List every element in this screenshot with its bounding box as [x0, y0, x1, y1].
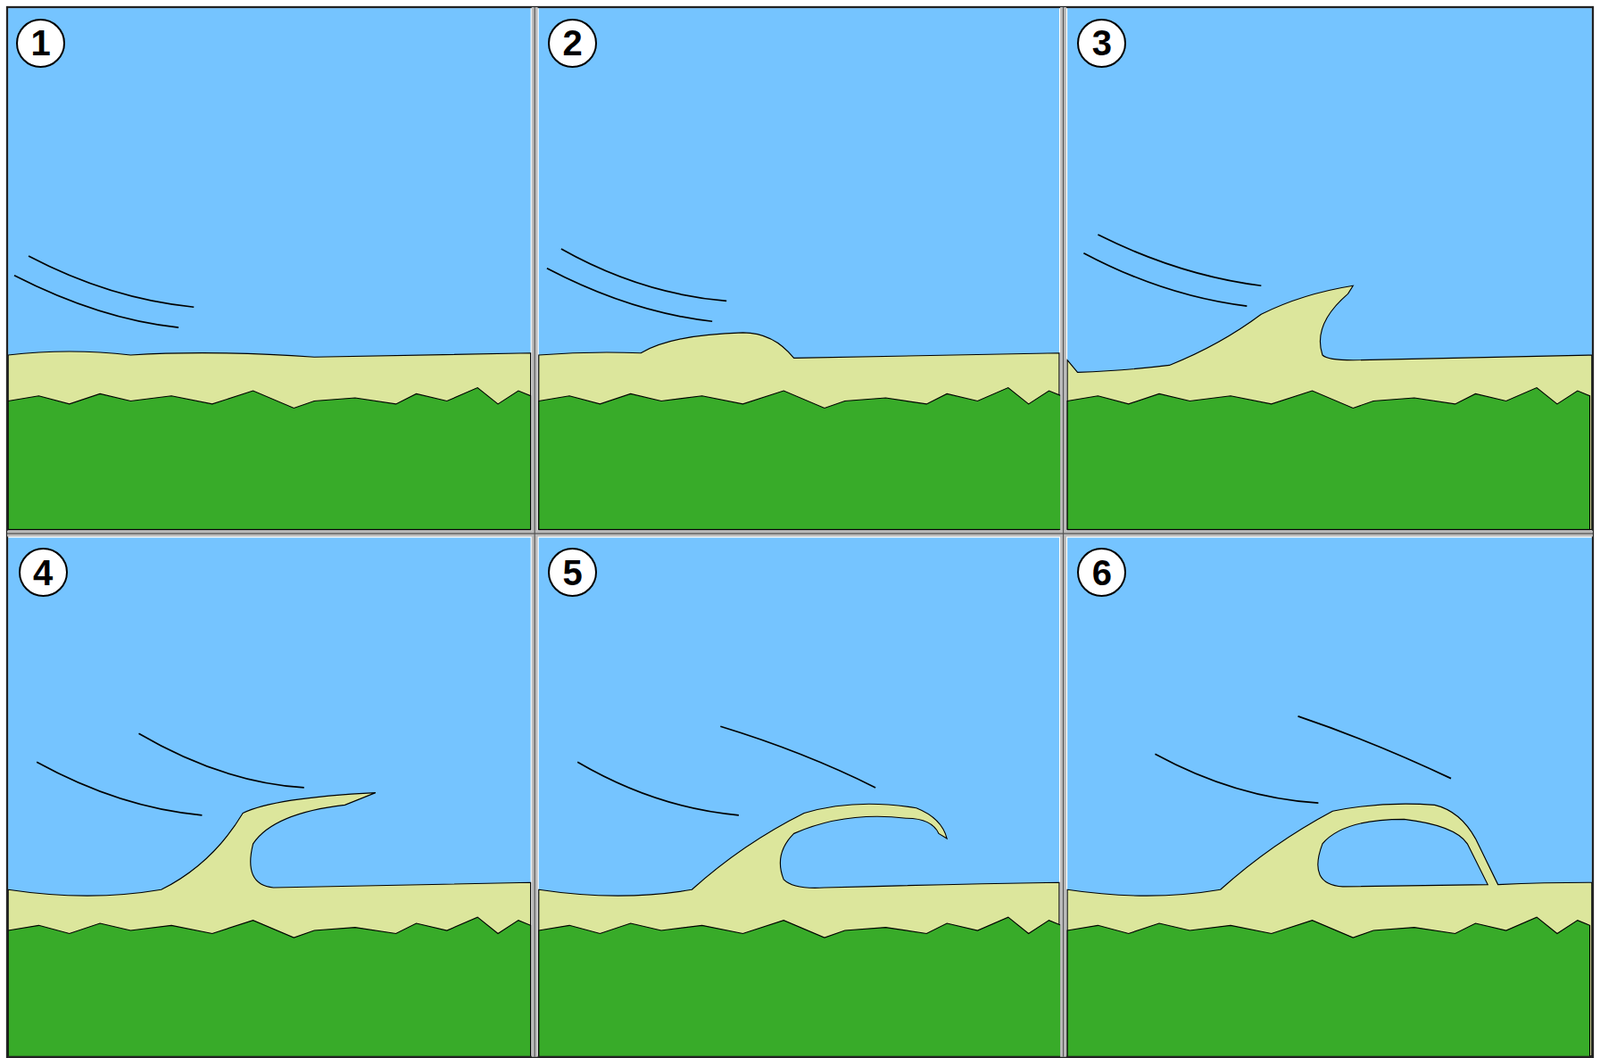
- callout-number: 2: [562, 24, 582, 61]
- callout-number: 4: [33, 555, 53, 591]
- panel-3: [1067, 8, 1592, 530]
- callout-circle: 1: [16, 18, 66, 68]
- callout-circle: 4: [18, 547, 68, 597]
- callout-circle: 5: [547, 547, 597, 597]
- panel-5: [538, 538, 1062, 1058]
- callout-number: 5: [562, 555, 582, 591]
- panel-6: [1067, 538, 1592, 1058]
- callout-circle: 2: [547, 18, 597, 68]
- callout-number: 1: [31, 24, 51, 61]
- callout-number: 6: [1092, 555, 1112, 591]
- panel-2: [538, 8, 1062, 530]
- callout-number: 3: [1092, 24, 1112, 61]
- panel-1: [8, 8, 531, 530]
- panel-4: [8, 538, 531, 1058]
- callout-circle: 3: [1077, 18, 1127, 68]
